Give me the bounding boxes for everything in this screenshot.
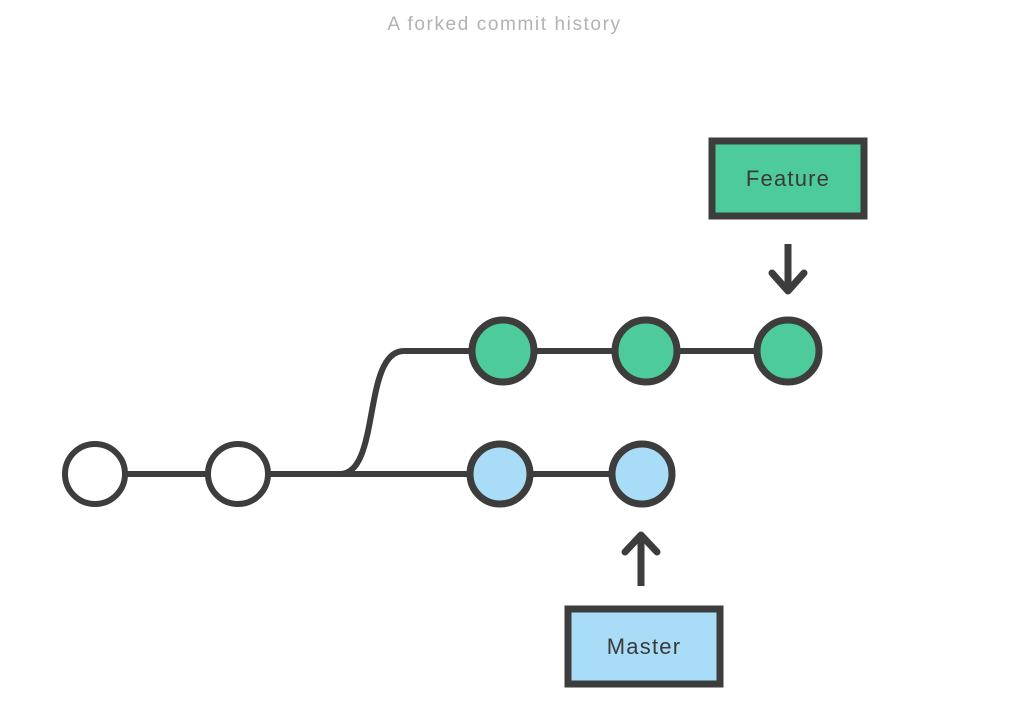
- master-label-box[interactable]: [564, 605, 724, 688]
- master-arrow-head: [621, 531, 661, 556]
- commit-node-master-2[interactable]: [608, 440, 676, 508]
- fork-curve: [337, 348, 506, 477]
- commit-node-master-1[interactable]: [466, 440, 534, 508]
- feature-branch-label[interactable]: Feature: [708, 137, 868, 220]
- feature-pointer-arrow-icon: [768, 244, 808, 295]
- commit-node-base-1[interactable]: [62, 441, 128, 507]
- feature-label-text: Feature: [746, 166, 830, 191]
- commit-node-base-2[interactable]: [205, 441, 271, 507]
- feature-label-box[interactable]: [708, 137, 868, 220]
- page-title: A forked commit history: [387, 14, 622, 35]
- master-label-text: Master: [607, 634, 681, 659]
- commit-node-feature-1[interactable]: [468, 316, 538, 386]
- master-branch-label[interactable]: Master: [564, 605, 724, 688]
- commit-node-feature-3[interactable]: [753, 316, 823, 386]
- feature-arrow-head: [768, 269, 808, 295]
- master-pointer-arrow-icon: [621, 531, 661, 586]
- commit-node-feature-2[interactable]: [611, 316, 681, 386]
